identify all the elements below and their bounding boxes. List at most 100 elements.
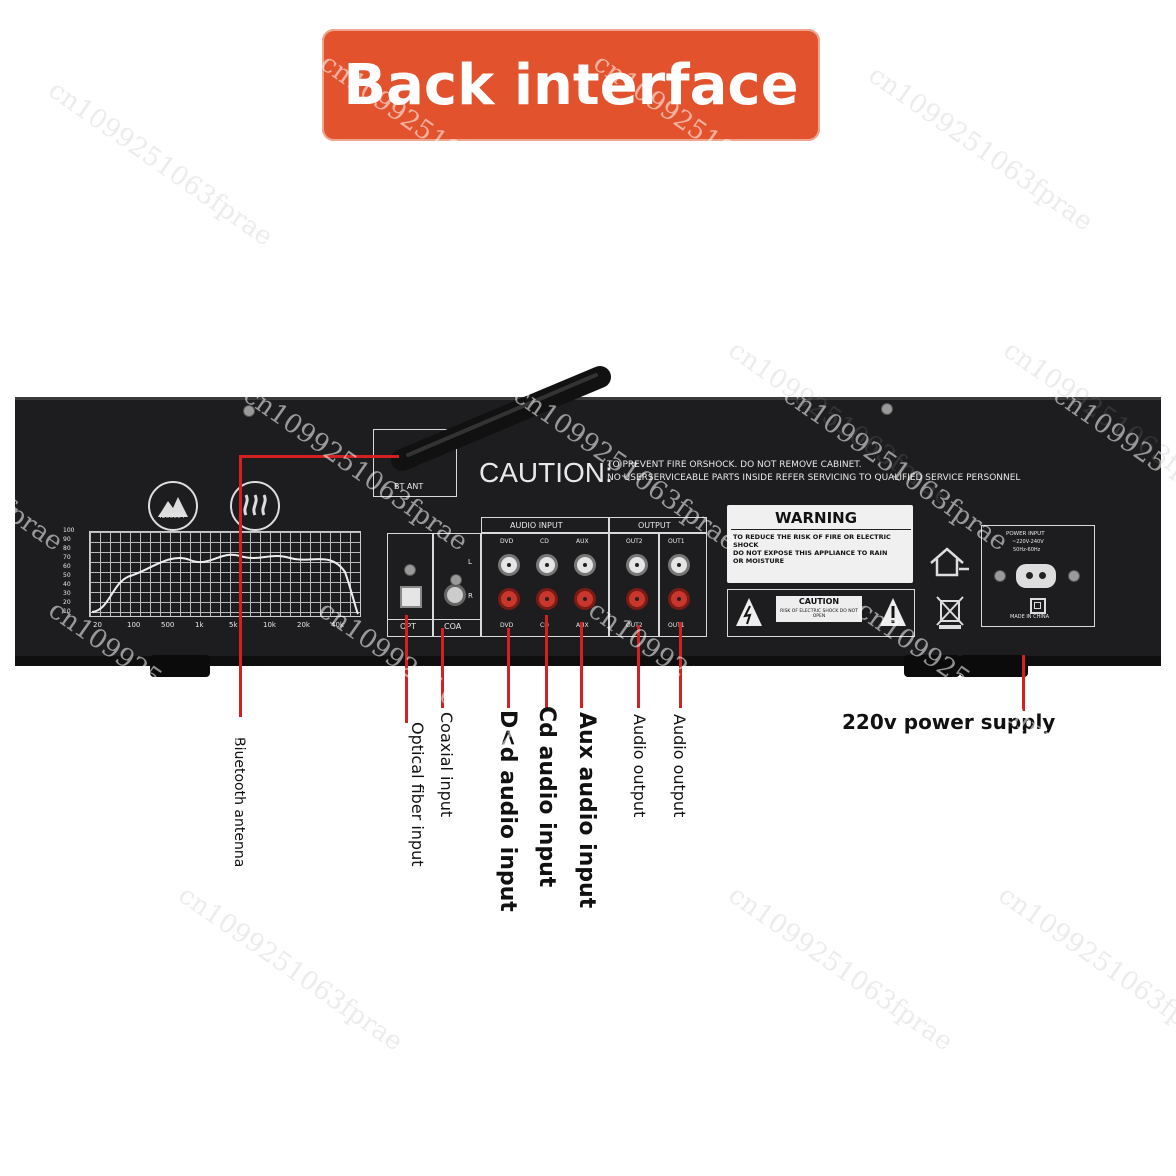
cd-left-jack[interactable] xyxy=(536,554,558,576)
leader-aux xyxy=(580,622,583,708)
logo-badge: 420000+ xyxy=(158,513,186,520)
dvd-label-top: DVD xyxy=(500,538,514,545)
leader-dvd xyxy=(507,628,510,708)
cd-label-top: CD xyxy=(540,538,549,545)
audio-output-label-1: Audio output xyxy=(670,714,689,818)
caution-plate: CAUTION RISK OF ELECTRIC SHOCK DO NOT OP… xyxy=(776,596,862,622)
out2-label-top: OUT2 xyxy=(626,538,643,545)
eq-y-tick: 40 xyxy=(63,581,71,588)
eq-x-tick: 40k xyxy=(331,621,344,629)
leader-optical xyxy=(405,615,408,723)
warning-line: DO NOT EXPOSE THIS APPLIANCE TO RAIN xyxy=(733,549,888,557)
warning-label: WARNING TO REDUCE THE RISK OF FIRE OR EL… xyxy=(727,505,913,583)
caution-box-sub: RISK OF ELECTRIC SHOCK DO NOT OPEN xyxy=(780,609,858,619)
watermark: cn1099251063fprae xyxy=(172,880,409,1058)
output-box: OUTPUT OUT2 OUT1 OUT2 OUT1 xyxy=(609,517,707,637)
eq-y-tick: 30 xyxy=(63,590,71,597)
audio-input-header: AUDIO INPUT xyxy=(510,521,563,530)
eq-x-tick: 20k xyxy=(297,621,310,629)
out1-left-jack[interactable] xyxy=(668,554,690,576)
out2-right-jack[interactable] xyxy=(626,588,648,610)
screw-icon xyxy=(881,403,893,415)
eq-y-tick: 50 xyxy=(63,572,71,579)
mountain-logo-icon: 420000+ xyxy=(148,481,198,531)
watermark: cn1099251063fprae xyxy=(992,880,1176,1058)
device-foot xyxy=(150,655,210,677)
screw-icon xyxy=(243,405,255,417)
caution-line1: TO PREVENT FIRE ORSHOCK. DO NOT REMOVE C… xyxy=(607,460,862,470)
cd-audio-input-label: Cd audio input xyxy=(534,706,559,888)
leader-bluetooth xyxy=(239,455,242,717)
made-in-label: MADE IN CHINA xyxy=(1010,614,1050,620)
dvd-label-bottom: DVD xyxy=(500,622,514,629)
output-header: OUTPUT xyxy=(638,521,671,530)
panel-edge xyxy=(15,397,1161,400)
bt-ant-label: BT ANT xyxy=(394,482,424,491)
eq-y-tick: 60 xyxy=(63,563,71,570)
audio-output-label-2: Audio output xyxy=(630,714,649,818)
power-socket[interactable] xyxy=(1016,564,1056,588)
eq-y-tick: 20 xyxy=(63,599,71,606)
audio-input-box: AUDIO INPUT DVD CD AUX DVD CD AUX L R xyxy=(468,517,609,637)
dvd-audio-input-label: D<d audio input xyxy=(495,710,520,912)
coaxial-port[interactable] xyxy=(444,584,466,606)
eq-x-tick: 1k xyxy=(195,621,204,629)
aux-right-jack[interactable] xyxy=(574,588,596,610)
aux-audio-input-label: Aux audio input xyxy=(574,712,599,909)
device-foot xyxy=(960,655,1028,677)
heat-logo-icon xyxy=(230,481,280,531)
banner-title: Back interface xyxy=(343,53,799,118)
optical-port[interactable] xyxy=(400,586,422,608)
power-supply-label: 220v power supply xyxy=(842,710,1056,734)
power-input-label: POWER INPUT xyxy=(1006,531,1045,537)
eq-x-tick: 20 xyxy=(93,621,102,629)
out1-label-bottom: OUT1 xyxy=(668,622,685,629)
dvd-left-jack[interactable] xyxy=(498,554,520,576)
caution-label-box: CAUTION RISK OF ELECTRIC SHOCK DO NOT OP… xyxy=(727,589,915,637)
leader-bluetooth-h xyxy=(239,455,399,458)
indoor-use-icon xyxy=(930,547,969,577)
out1-right-jack[interactable] xyxy=(668,588,690,610)
weee-bin-icon xyxy=(936,596,964,629)
eq-y-tick: 100 xyxy=(63,527,75,534)
screw-icon xyxy=(404,564,416,576)
watermark: cn1099251063fprae xyxy=(722,880,959,1058)
watermark: cn1099251063fprae xyxy=(862,60,1099,238)
dvd-right-jack[interactable] xyxy=(498,588,520,610)
screw-icon xyxy=(994,570,1006,582)
eq-y-tick: 70 xyxy=(63,554,71,561)
eq-y-tick: 10 xyxy=(63,608,71,615)
eq-y-tick: 90 xyxy=(63,536,71,543)
channel-left-label: L xyxy=(468,558,472,566)
leader-power xyxy=(1022,655,1025,711)
power-voltage: ~220V-240V xyxy=(1012,539,1044,545)
leader-out1 xyxy=(679,622,682,708)
bluetooth-antenna-icon xyxy=(391,366,611,471)
opt-label: OPT xyxy=(400,622,417,631)
leader-out2 xyxy=(637,625,640,708)
eq-grid xyxy=(89,531,361,617)
digital-input-box: OPT COA xyxy=(387,533,481,637)
double-insulation-icon xyxy=(1030,598,1046,614)
out2-label-bottom: OUT2 xyxy=(626,622,643,629)
caution-line2: NO USERSERVICEABLE PARTS INSIDE REFER SE… xyxy=(607,473,1021,483)
coaxial-input-label: Coaxial input xyxy=(437,712,456,818)
title-banner: Back interface xyxy=(322,29,820,141)
bluetooth-antenna-label: Bluetooth antenna xyxy=(231,737,247,868)
device-rear-panel: 420000+ BT ANT CAUTION: TO PREVENT FIRE … xyxy=(15,397,1161,657)
aux-left-jack[interactable] xyxy=(574,554,596,576)
power-input-box: POWER INPUT ~220V-240V 50Hz-60Hz MADE IN… xyxy=(981,525,1095,627)
warning-line: OR MOISTURE xyxy=(733,557,785,565)
panel-base xyxy=(15,656,1161,666)
eq-x-tick: 500 xyxy=(161,621,175,629)
watermark: cn1099251063fprae xyxy=(42,75,279,253)
cd-right-jack[interactable] xyxy=(536,588,558,610)
caution-box-title: CAUTION xyxy=(798,597,840,606)
out2-left-jack[interactable] xyxy=(626,554,648,576)
leader-cd xyxy=(545,615,548,708)
caution-title: CAUTION: xyxy=(479,457,613,488)
cd-label-bottom: CD xyxy=(540,622,549,629)
